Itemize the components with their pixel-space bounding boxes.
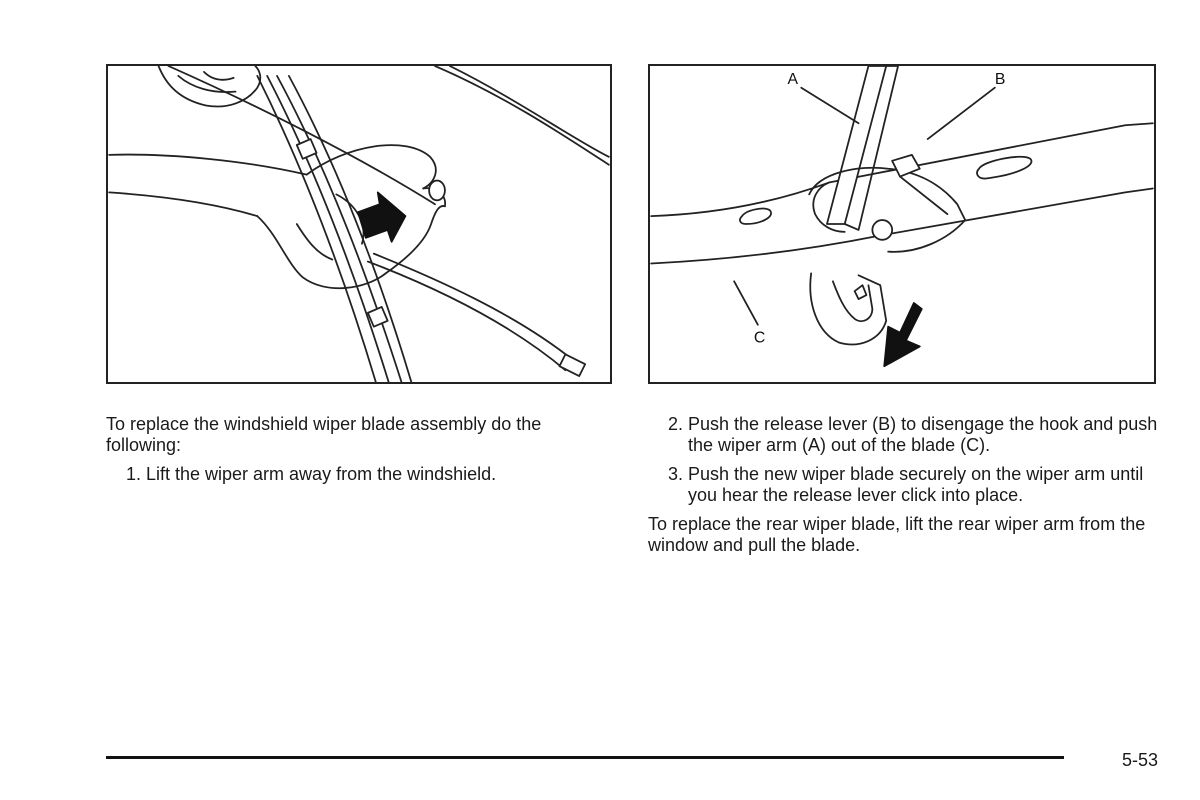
step-text: Push the release lever (B) to disengage … xyxy=(688,414,1158,455)
step-text: Push the new wiper blade securely on the… xyxy=(688,464,1144,505)
intro-paragraph: To replace the windshield wiper blade as… xyxy=(106,414,542,455)
closing-paragraph: To replace the rear wiper blade, lift th… xyxy=(648,514,1146,555)
step-number: 2. xyxy=(667,414,683,434)
label-a: A xyxy=(787,71,798,88)
release-lever-diagram: A B C xyxy=(648,64,1156,384)
page-number: 5-53 xyxy=(1121,750,1158,770)
label-c: C xyxy=(754,330,765,347)
label-b: B xyxy=(995,71,1006,88)
footer-divider xyxy=(106,756,1064,759)
left-text-column: To replace the windshield wiper blade as… xyxy=(106,414,606,493)
step-item: 3. Push the new wiper blade securely on … xyxy=(648,464,1158,506)
step-number: 1. xyxy=(125,464,141,484)
step-item: 1. Lift the wiper arm away from the wind… xyxy=(106,464,606,485)
wiper-arm-lift-illustration xyxy=(106,64,612,384)
step-text: Lift the wiper arm away from the windshi… xyxy=(146,464,497,484)
step-item: 2. Push the release lever (B) to disenga… xyxy=(648,414,1158,456)
right-text-column: 2. Push the release lever (B) to disenga… xyxy=(648,414,1158,564)
step-number: 3. xyxy=(667,464,683,484)
